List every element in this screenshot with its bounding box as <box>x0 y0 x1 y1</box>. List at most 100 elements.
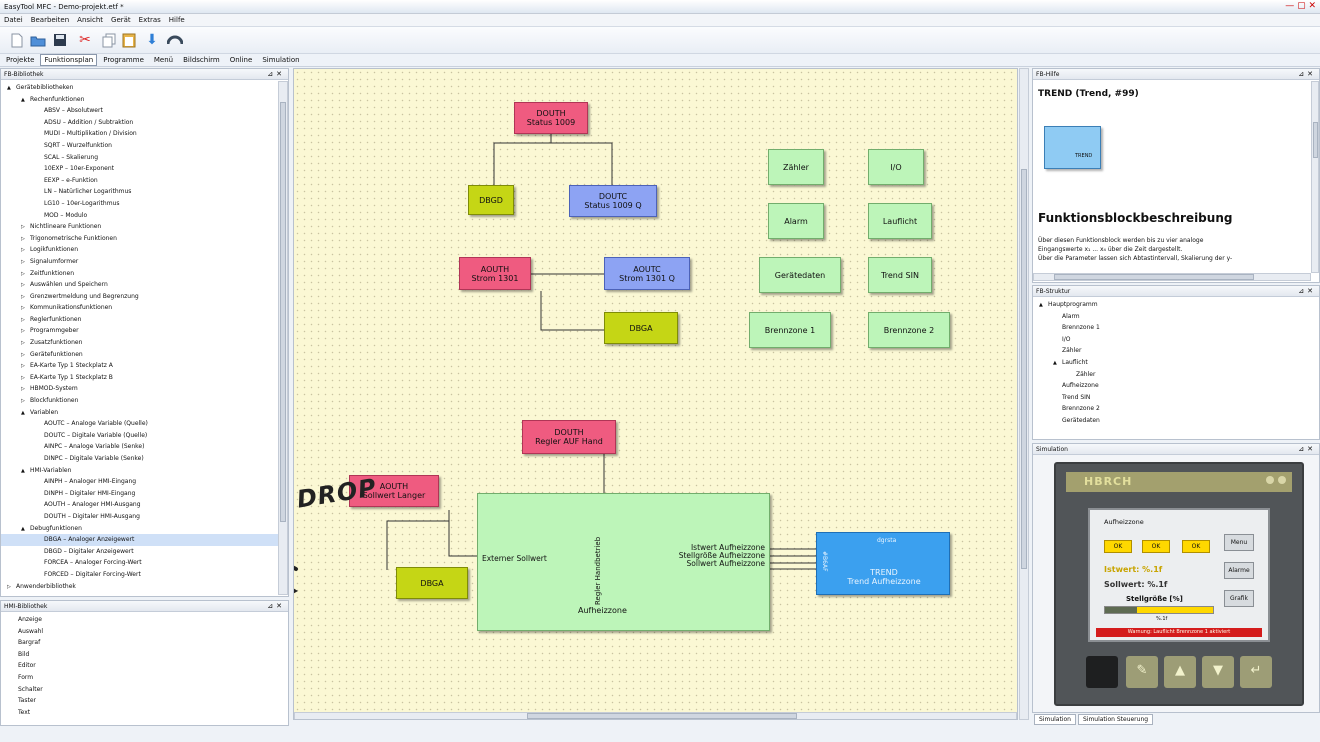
tree-item[interactable]: ▷Auswählen und Speichern <box>1 279 288 291</box>
block-dbga-strom[interactable]: DBGA <box>604 312 678 344</box>
expander-icon[interactable]: ▲ <box>21 96 25 103</box>
expander-icon[interactable]: ▲ <box>21 525 25 532</box>
tree-item[interactable]: SCAL – Skalierung <box>1 152 288 164</box>
expander-icon[interactable]: ▷ <box>21 293 25 300</box>
download-icon[interactable]: ⬇ <box>146 32 158 48</box>
fb-library-scroll-thumb[interactable] <box>280 102 286 522</box>
tree-item[interactable]: ▷Nichtlineare Funktionen <box>1 221 288 233</box>
ok-indicator[interactable]: OK <box>1142 540 1170 553</box>
enter-key-icon[interactable]: ↵ <box>1240 656 1272 688</box>
tree-item[interactable]: ▷Reglerfunktionen <box>1 314 288 326</box>
tree-item[interactable]: EEXP – e-Funktion <box>1 175 288 187</box>
canvas-v-scroll-thumb[interactable] <box>1021 169 1027 569</box>
tree-item[interactable]: FORCED – Digitaler Forcing-Wert <box>1 569 288 581</box>
expander-icon[interactable]: ▷ <box>21 270 25 277</box>
fb-library-scrollbar[interactable] <box>278 81 288 595</box>
tree-item[interactable]: DBGA – Analoger Anzeigewert <box>1 534 288 546</box>
tree-item[interactable]: Brennzone 1 <box>1033 322 1319 334</box>
tree-item[interactable]: Aufheizzone <box>1033 380 1319 392</box>
help-scrollbar[interactable] <box>1311 81 1319 273</box>
hmi-item[interactable]: Auswahl <box>18 627 44 635</box>
device-key-black[interactable] <box>1086 656 1118 688</box>
paste-icon[interactable] <box>120 31 138 49</box>
tree-item[interactable]: ▲Rechenfunktionen <box>1 94 288 106</box>
tab-simulation[interactable]: Simulation <box>262 56 300 64</box>
hmi-item[interactable]: Bargraf <box>18 639 41 647</box>
tree-item[interactable]: ▲Lauflicht <box>1033 357 1319 369</box>
hmi-item[interactable]: Taster <box>18 697 36 705</box>
tree-item[interactable]: ▷Blockfunktionen <box>1 395 288 407</box>
expander-icon[interactable]: ▷ <box>7 583 11 590</box>
help-h-scroll-thumb[interactable] <box>1054 274 1254 280</box>
tree-item[interactable]: Gerätedaten <box>1033 415 1319 427</box>
tree-item[interactable]: ▷Zeitfunktionen <box>1 268 288 280</box>
cut-icon[interactable]: ✂ <box>79 32 91 48</box>
tree-item[interactable]: DOUTH – Digitaler HMI-Ausgang <box>1 511 288 523</box>
tree-item[interactable]: ▷EA-Karte Typ 1 Steckplatz A <box>1 360 288 372</box>
block-dbga-dropped[interactable]: DBGA <box>396 567 468 599</box>
block-trend-sin[interactable]: Trend SIN <box>868 257 932 293</box>
tab-online[interactable]: Online <box>229 56 253 64</box>
block-aufheizzone[interactable]: Externer Sollwert Regler Handbetrieb Ist… <box>477 493 770 631</box>
hmi-item[interactable]: Editor <box>18 662 36 670</box>
tree-item[interactable]: ▷Signalumformer <box>1 256 288 268</box>
tree-item[interactable]: Brennzone 2 <box>1033 403 1319 415</box>
block-io[interactable]: I/O <box>868 149 924 185</box>
tree-item[interactable]: DINPC – Digitale Variable (Senke) <box>1 453 288 465</box>
tree-item[interactable]: ▷Programmgeber <box>1 325 288 337</box>
tree-item[interactable]: SQRT – Wurzelfunktion <box>1 140 288 152</box>
tree-item[interactable]: AINPH – Analoger HMI-Eingang <box>1 476 288 488</box>
tree-item[interactable]: 10EXP – 10er-Exponent <box>1 163 288 175</box>
tree-item[interactable]: ▷Logikfunktionen <box>1 244 288 256</box>
hmi-item[interactable]: Text <box>18 708 31 716</box>
tree-item[interactable]: ▲Gerätebibliotheken <box>1 82 288 94</box>
tree-item[interactable]: FORCEA – Analoger Forcing-Wert <box>1 557 288 569</box>
expander-icon[interactable]: ▷ <box>21 258 25 265</box>
hmi-item[interactable]: Bild <box>18 650 30 658</box>
menu-button[interactable]: Menu <box>1224 534 1254 551</box>
tab-bildschirm[interactable]: Bildschirm <box>183 56 220 64</box>
tree-item[interactable]: ADSU – Addition / Subtraktion <box>1 117 288 129</box>
tree-item[interactable]: ▷Anwenderbibliothek <box>1 581 288 593</box>
canvas-h-scrollbar[interactable] <box>294 712 1017 719</box>
tree-item[interactable]: Alarm <box>1033 311 1319 323</box>
save-icon[interactable] <box>51 31 69 49</box>
expander-icon[interactable]: ▷ <box>21 328 25 335</box>
tree-item[interactable]: DBGD – Digitaler Anzeigewert <box>1 546 288 558</box>
tree-item[interactable]: I/O <box>1033 334 1319 346</box>
menu-extras[interactable]: Extras <box>138 16 161 24</box>
expander-icon[interactable]: ▲ <box>1039 302 1043 308</box>
tree-item[interactable]: ▷EA-Karte Typ 1 Steckplatz B <box>1 372 288 384</box>
tree-item[interactable]: Zähler <box>1033 345 1319 357</box>
tree-item[interactable]: AOUTC – Analoge Variable (Quelle) <box>1 418 288 430</box>
help-h-scrollbar[interactable] <box>1033 273 1311 281</box>
expander-icon[interactable]: ▷ <box>21 316 25 323</box>
tree-item[interactable]: ▲Debugfunktionen <box>1 523 288 535</box>
tree-item[interactable]: DOUTC – Digitale Variable (Quelle) <box>1 430 288 442</box>
expander-icon[interactable]: ▷ <box>21 282 25 289</box>
expander-icon[interactable]: ▷ <box>21 398 25 405</box>
edit-key-icon[interactable]: ✎ <box>1126 656 1158 688</box>
open-folder-icon[interactable] <box>29 31 47 49</box>
block-dbgd[interactable]: DBGD <box>468 185 514 215</box>
tree-item[interactable]: ▷HBMOD-System <box>1 383 288 395</box>
block-zaehler[interactable]: Zähler <box>768 149 824 185</box>
tree-item[interactable]: Trend SIN <box>1033 392 1319 404</box>
copy-icon[interactable] <box>100 31 118 49</box>
grafik-button[interactable]: Grafik <box>1224 590 1254 607</box>
tree-item[interactable]: ▷Gerätefunktionen <box>1 349 288 361</box>
hmi-item[interactable]: Anzeige <box>18 616 42 623</box>
panel-pin-close-icon[interactable]: ⊿✕ <box>1298 445 1316 453</box>
block-brennzone-1[interactable]: Brennzone 1 <box>749 312 831 348</box>
expander-icon[interactable]: ▷ <box>21 305 25 312</box>
tree-item[interactable]: ABSV – Absolutwert <box>1 105 288 117</box>
panel-pin-close-icon[interactable]: ⊿✕ <box>267 602 285 610</box>
hmi-item[interactable]: Form <box>18 673 34 681</box>
tree-item[interactable]: DINPH – Digitaler HMI-Eingang <box>1 488 288 500</box>
down-key-icon[interactable]: ▼ <box>1202 656 1234 688</box>
